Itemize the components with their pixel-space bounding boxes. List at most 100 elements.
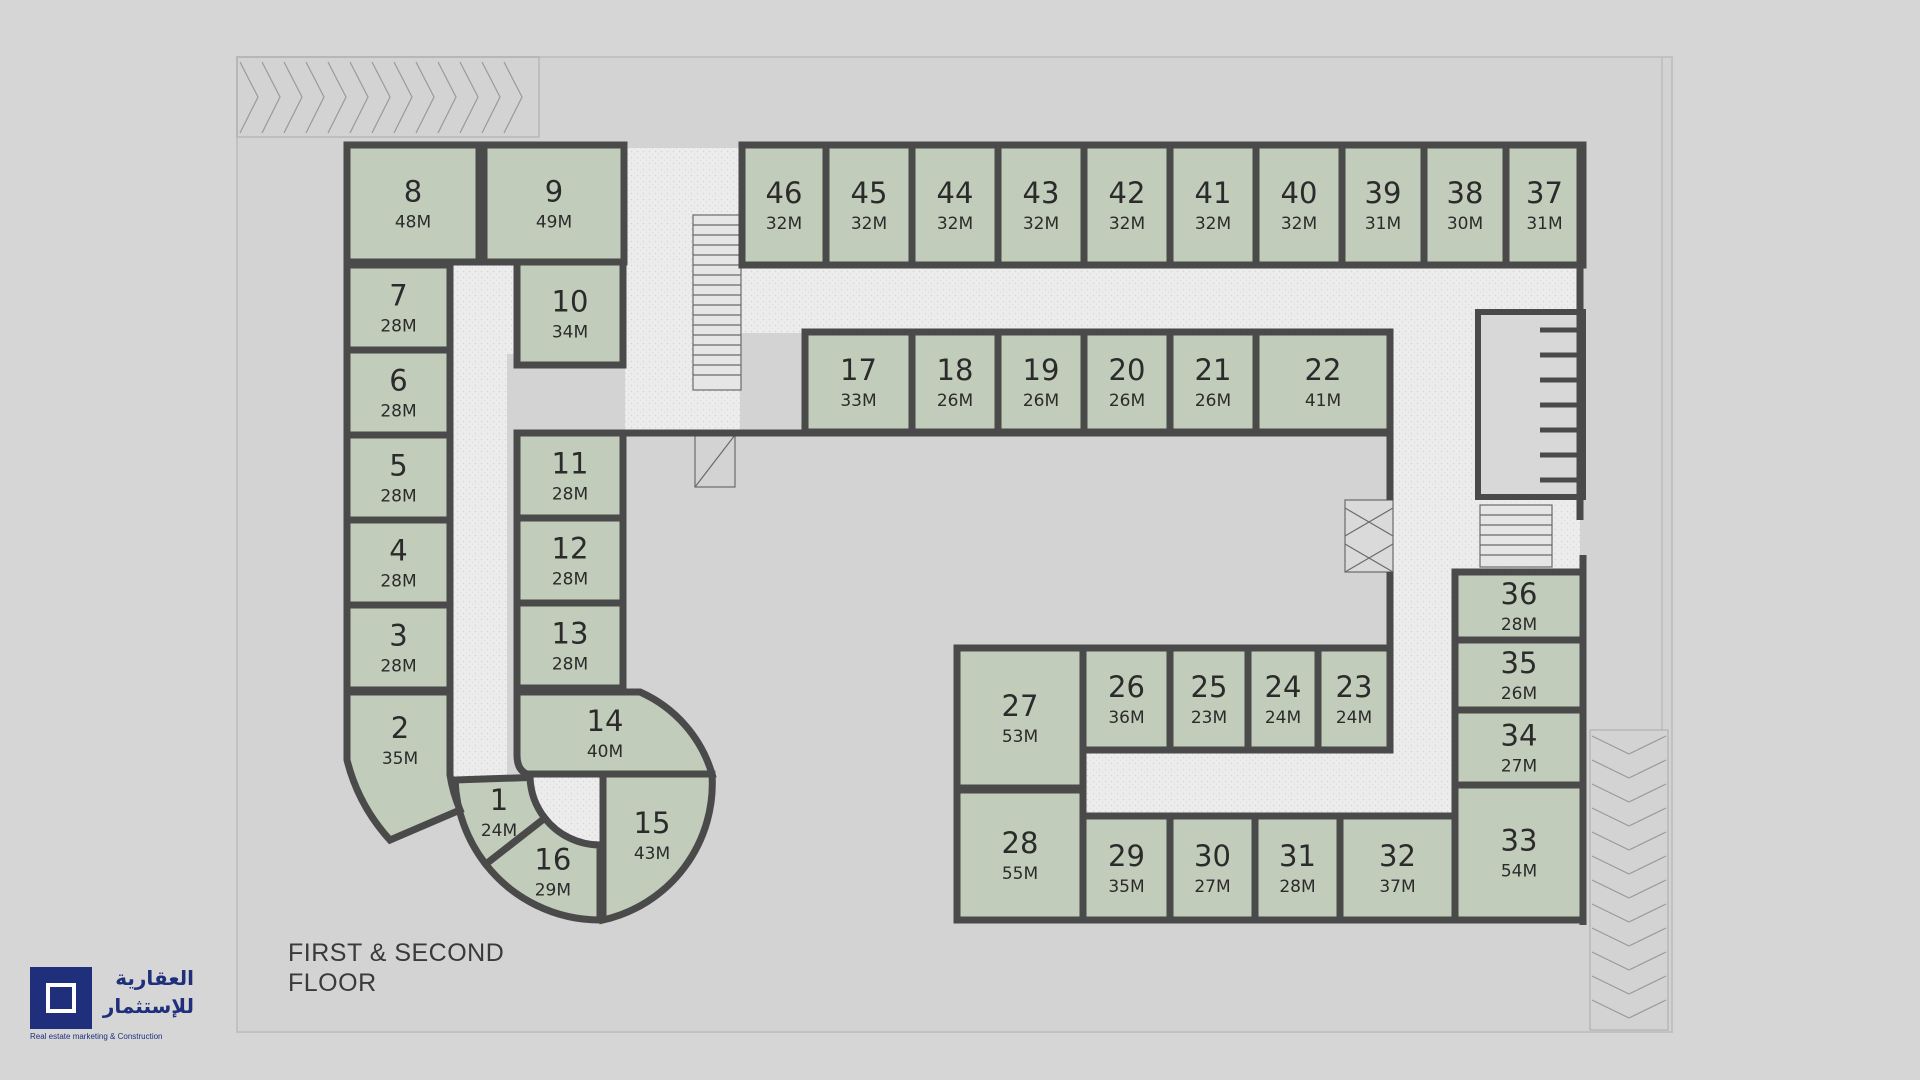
unit-number: 15 <box>634 806 671 840</box>
unit-area: 28M <box>552 485 588 505</box>
company-logo: العقارية للإستثمار Real estate marketing… <box>30 964 194 1044</box>
unit-area: 32M <box>1023 214 1059 234</box>
unit-number: 12 <box>552 532 589 566</box>
unit-area: 27M <box>1194 877 1230 897</box>
unit-area: 23M <box>1191 708 1227 728</box>
unit-shape[interactable] <box>480 813 604 924</box>
unit-area: 53M <box>1002 727 1038 747</box>
unit-number: 37 <box>1526 176 1563 210</box>
unit-area: 36M <box>1108 708 1144 728</box>
outer-walls <box>625 142 1587 925</box>
unit-number: 30 <box>1194 839 1231 873</box>
unit-number: 41 <box>1195 176 1232 210</box>
unit-number: 6 <box>389 364 407 398</box>
unit-area: 26M <box>1023 391 1059 411</box>
unit-area: 31M <box>1365 214 1401 234</box>
unit-number: 13 <box>552 617 589 651</box>
unit-area: 32M <box>1109 214 1145 234</box>
unit-area: 32M <box>937 214 973 234</box>
logo-arabic-text: العقارية للإستثمار <box>94 964 194 1020</box>
unit-number: 26 <box>1108 670 1145 704</box>
unit-shape[interactable] <box>738 141 830 269</box>
unit-number: 14 <box>587 704 624 738</box>
unit-number: 35 <box>1501 646 1538 680</box>
unit-number: 29 <box>1108 839 1145 873</box>
unit-number: 16 <box>534 843 571 877</box>
parking-strip-top <box>236 56 540 138</box>
unit-area: 27M <box>1501 757 1537 777</box>
unit-shape[interactable] <box>513 258 627 369</box>
unit-area: 32M <box>1195 214 1231 234</box>
unit-shape[interactable] <box>451 773 550 870</box>
service-area <box>1475 309 1586 500</box>
unit-number: 39 <box>1365 176 1402 210</box>
unit-area: 48M <box>395 213 431 233</box>
parking-strip-right <box>1589 729 1669 1031</box>
unit-area: 28M <box>380 402 416 422</box>
unit-area: 34M <box>552 323 588 343</box>
staircase-left <box>692 214 742 488</box>
unit-number: 40 <box>1281 176 1318 210</box>
unit-number: 1 <box>490 783 508 817</box>
unit-shape[interactable] <box>343 688 465 845</box>
unit-shape[interactable] <box>343 141 483 266</box>
unit-shape[interactable] <box>599 770 716 925</box>
unit-area: 29M <box>535 881 571 901</box>
unit-number: 42 <box>1109 176 1146 210</box>
unit-area: 26M <box>1109 391 1145 411</box>
unit-number: 7 <box>389 279 407 313</box>
logo-arabic-line2: للإستثمار <box>102 994 194 1018</box>
unit-shape[interactable] <box>513 599 627 692</box>
unit-number: 20 <box>1109 353 1146 387</box>
unit-area: 40M <box>587 742 623 762</box>
unit-number: 19 <box>1023 353 1060 387</box>
unit-area: 30M <box>1447 214 1483 234</box>
unit-number: 32 <box>1379 839 1416 873</box>
